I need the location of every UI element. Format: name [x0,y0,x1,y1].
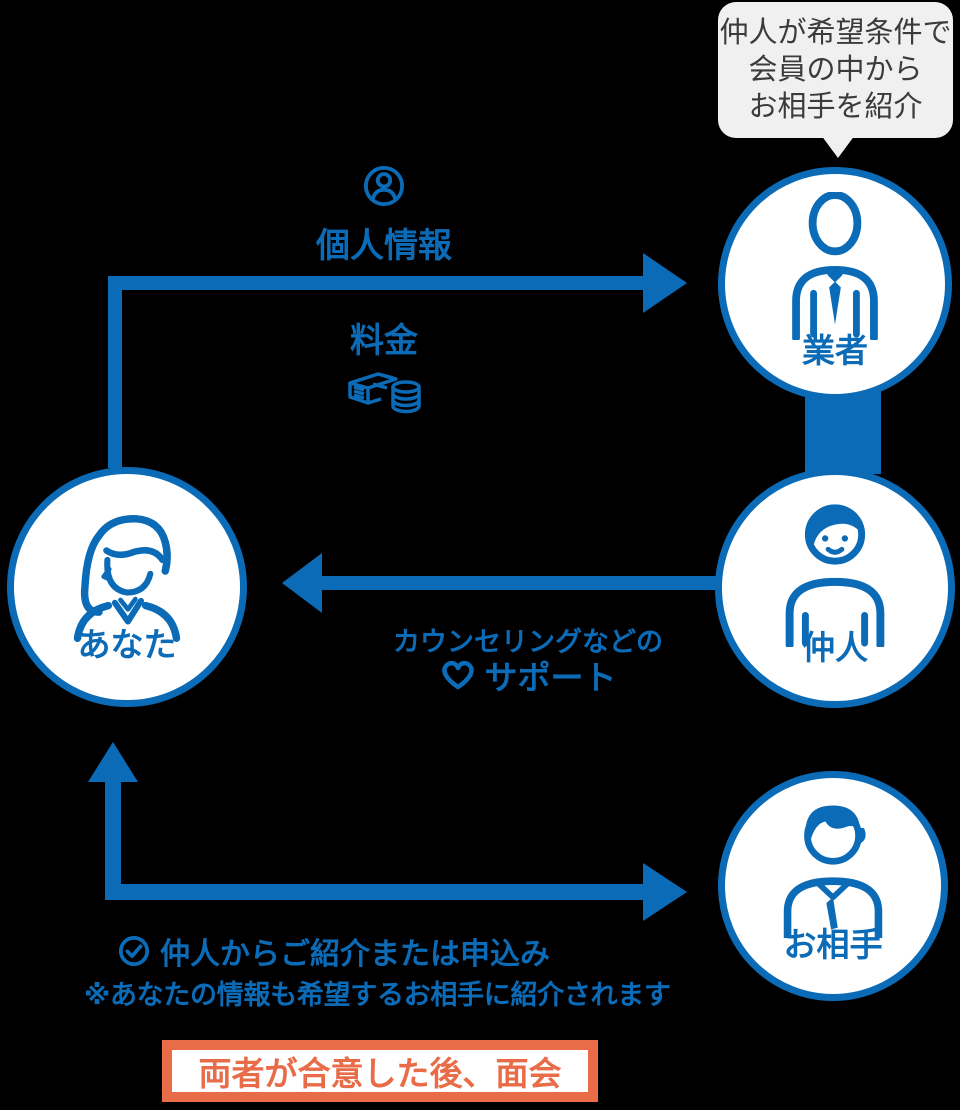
woman-icon [73,515,181,642]
man-icon [783,805,883,938]
speech-bubble-tail [821,135,855,158]
actor-agency-label: 業者 [802,332,868,369]
personal-info-label: 個人情報 [316,227,452,265]
person-circle-icon [363,165,405,207]
arrow-partner-you-vertical [105,779,121,893]
bubble-line-2: 会員の中から [748,53,923,86]
businessman-icon [792,192,878,340]
actor-matchmaker-label: 仲人 [802,629,868,666]
counseling-label: カウンセリングなどの [393,627,663,657]
matchmaker-icon [785,504,885,647]
arrow-you-to-agency-head [643,253,687,313]
fee-label: 料金 [350,322,418,360]
check-circle-icon [118,935,150,967]
actor-agency: 業者 [718,167,952,401]
arrow-matchmaker-to-you-head [282,553,322,613]
meeting-footer-box: 両者が合意した後、面会 [162,1040,598,1102]
actor-matchmaker: 仲人 [715,468,955,708]
arrow-partner-you-up-head [88,742,138,782]
meeting-footer-label: 両者が合意した後、面会 [198,1055,562,1092]
actor-partner: お相手 [718,771,948,1001]
arrow-partner-you-line [105,884,645,900]
actor-you: あなた [7,467,247,707]
introduction-row: 仲人からご紹介または申込み [118,929,550,973]
heart-icon [441,660,474,690]
arrow-you-to-agency-vertical [108,282,122,468]
bubble-line-1: 仲人が希望条件で [719,16,952,49]
introduction-title: 仲人からご紹介または申込み [160,938,550,971]
support-row: サポート [400,651,656,699]
actor-you-label: あなた [77,626,177,663]
speech-bubble: 仲人が希望条件で 会員の中から お相手を紹介 [718,2,953,138]
agency-matchmaker-connector [805,390,881,474]
bubble-line-3: お相手を紹介 [748,90,923,123]
support-label: サポート [484,659,617,696]
arrow-partner-you-right-head [643,863,687,921]
actor-partner-label: お相手 [783,926,883,963]
arrow-you-to-agency-line [108,276,645,290]
speech-bubble-text: 仲人が希望条件で 会員の中から お相手を紹介 [719,15,951,126]
money-icon [348,372,421,414]
introduction-note: ※あなたの情報も希望するお相手に紹介されます [84,980,671,1010]
arrow-matchmaker-to-you-line [320,576,717,590]
